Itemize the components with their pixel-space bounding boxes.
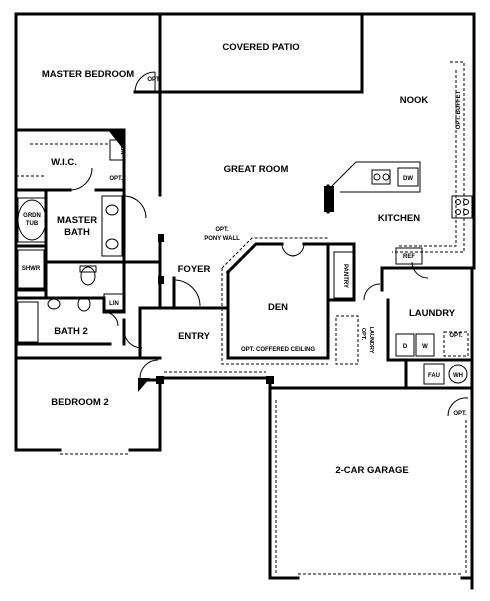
dryer-label: D bbox=[403, 344, 408, 350]
dw-label: DW bbox=[403, 176, 413, 182]
opt-laundry-note-2: LAUNDRY bbox=[368, 327, 374, 354]
washer-label: W bbox=[422, 344, 428, 350]
den-label: DEN bbox=[268, 302, 288, 313]
opt-coffered-note: OPT. COFFERED CEILING bbox=[241, 347, 315, 353]
nook-label: NOOK bbox=[400, 95, 429, 106]
master-bedroom-label: MASTER BEDROOM bbox=[42, 69, 134, 80]
optional-lines bbox=[16, 61, 469, 575]
foyer-label: FOYER bbox=[178, 264, 211, 275]
wic-label: W.I.C. bbox=[51, 157, 77, 168]
wh-label: WH bbox=[453, 373, 463, 379]
room-labels: COVERED PATIO MASTER BEDROOM NOOK GREAT … bbox=[42, 42, 456, 476]
lin-label-2: LIN bbox=[109, 301, 119, 307]
lin-label-1: LIN bbox=[119, 146, 125, 155]
entry-label: ENTRY bbox=[178, 331, 211, 342]
fixture-labels: GRDN TUB SHWR LIN LIN DW REF PANTRY FAU … bbox=[22, 146, 463, 379]
bath2-label: BATH 2 bbox=[54, 326, 88, 337]
option-notes: OPT. OPT. OPT. BUFFET OPT. PONY WALL OPT… bbox=[109, 77, 467, 417]
fixtures bbox=[17, 139, 473, 385]
pantry-label: PANTRY bbox=[342, 264, 348, 288]
tub-label-1: GRDN bbox=[23, 213, 41, 219]
laundry-label: LAUNDRY bbox=[409, 308, 456, 319]
door-swings bbox=[69, 71, 469, 417]
covered-patio-label: COVERED PATIO bbox=[222, 42, 299, 53]
bedroom2-label: BEDROOM 2 bbox=[51, 397, 109, 408]
opt-pony-note-1: OPT. bbox=[215, 227, 229, 233]
opt-wic-note: OPT. bbox=[109, 176, 123, 182]
opt-patio-note: OPT. bbox=[147, 77, 161, 83]
master-bath-label-2: BATH bbox=[64, 227, 90, 238]
tub-label-2: TUB bbox=[26, 221, 39, 227]
exterior-walls bbox=[14, 12, 476, 590]
opt-laundry-note-1: OPT. bbox=[360, 328, 366, 341]
ref-label: REF bbox=[403, 254, 415, 260]
opt-pony-note-2: PONY WALL bbox=[204, 236, 240, 242]
garage-label: 2-CAR GARAGE bbox=[335, 465, 408, 476]
kitchen-label: KITCHEN bbox=[378, 213, 420, 224]
shower-label: SHWR bbox=[22, 266, 41, 272]
opt-buffet-note: OPT. BUFFET bbox=[456, 90, 462, 129]
master-bath-label-1: MASTER bbox=[57, 215, 97, 226]
opt-sink-note: OPT. bbox=[449, 333, 463, 339]
fau-label: FAU bbox=[428, 373, 440, 379]
opt-garage-note: OPT. bbox=[453, 411, 467, 417]
great-room-label: GREAT ROOM bbox=[224, 164, 289, 175]
